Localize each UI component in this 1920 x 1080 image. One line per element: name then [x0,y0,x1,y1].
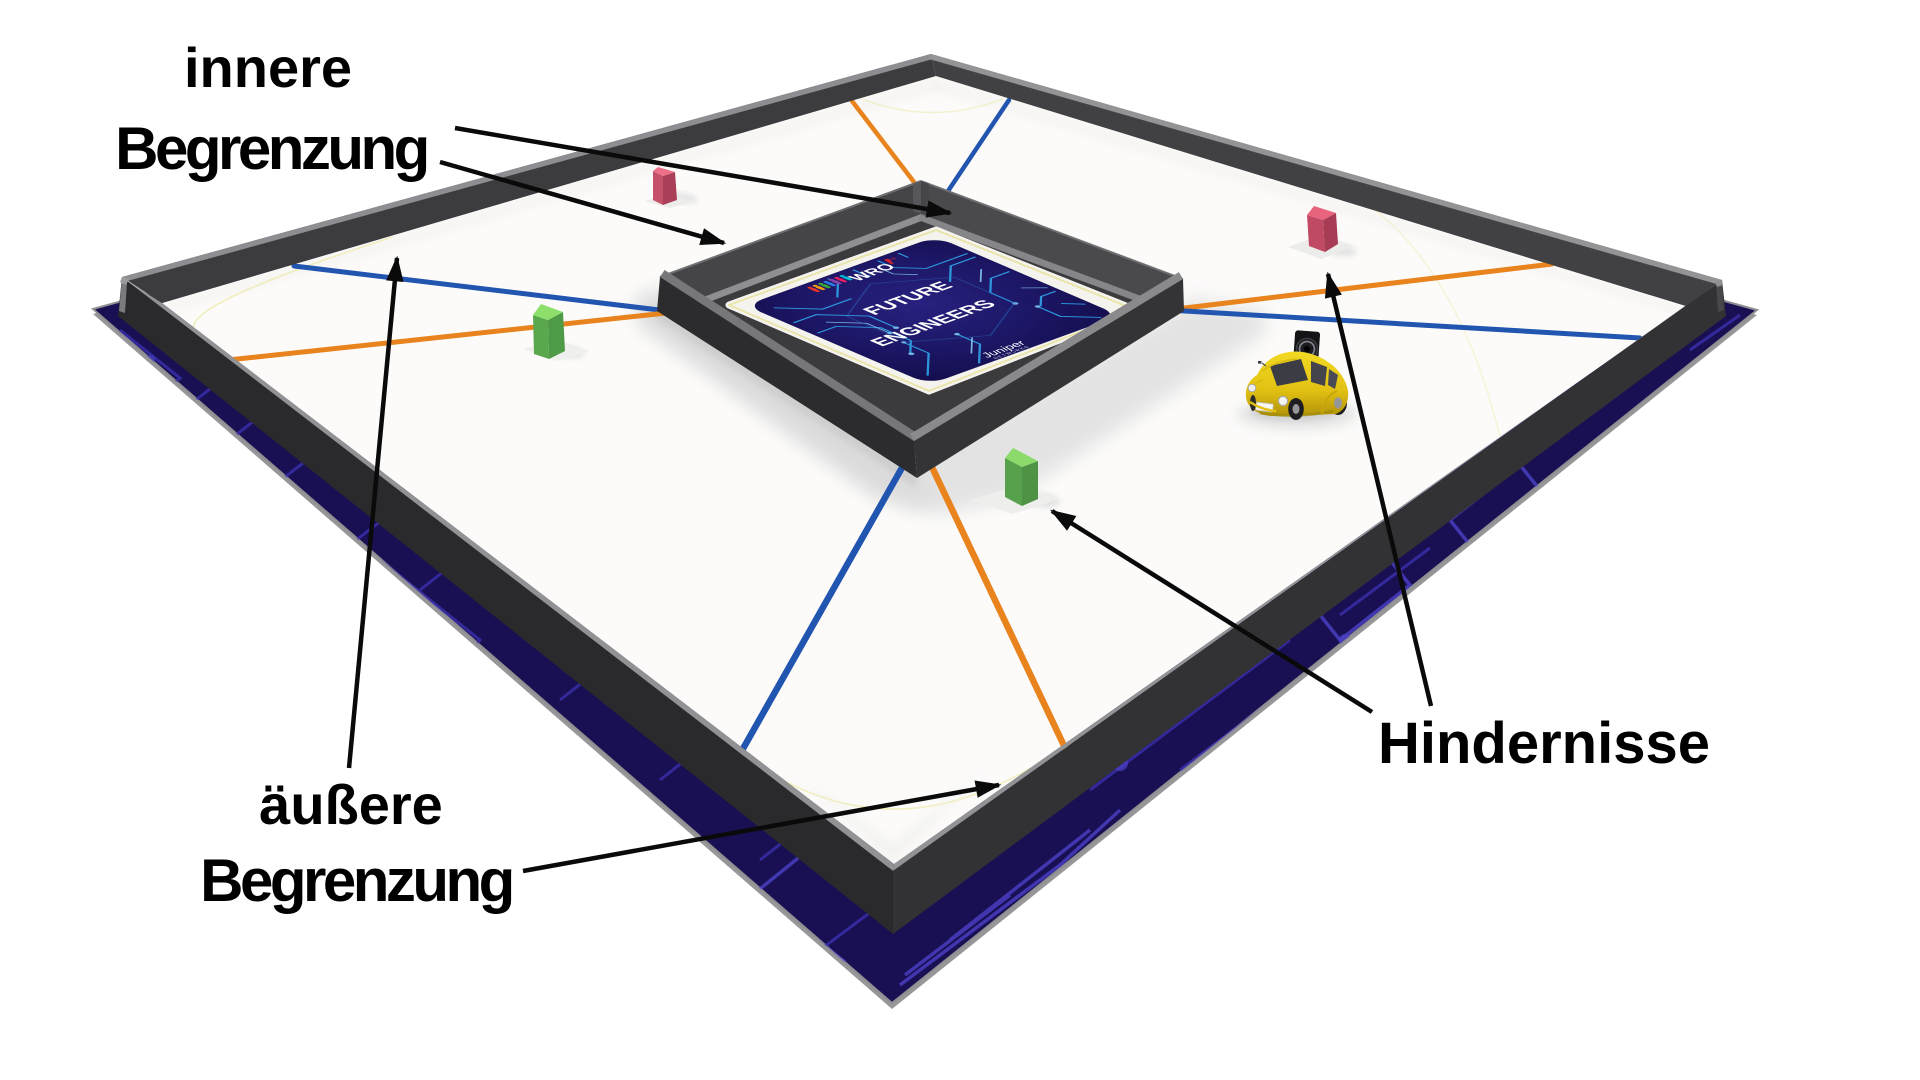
svg-text:Begrenzung: Begrenzung [200,847,512,914]
svg-text:Begrenzung: Begrenzung [115,115,427,182]
svg-text:Hindernisse: Hindernisse [1378,711,1710,776]
svg-text:®: ® [889,256,900,260]
svg-text:innere: innere [184,36,352,99]
svg-text:äußere: äußere [259,773,443,836]
